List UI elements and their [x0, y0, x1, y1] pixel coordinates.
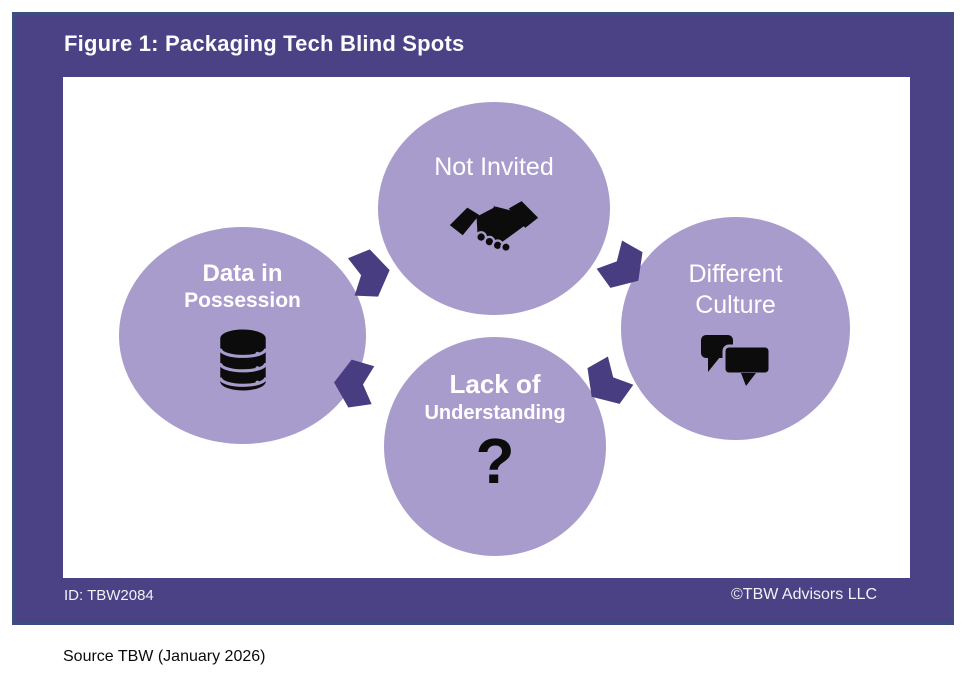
diagram-panel: Not Invited [63, 77, 910, 578]
node-different-culture: Different Culture [621, 217, 850, 440]
cycle-arrow-bottom-to-left [330, 356, 382, 411]
cycle-arrow-left-to-top [340, 244, 396, 304]
node-not-invited: Not Invited [378, 102, 610, 315]
chat-bubbles-icon [700, 334, 772, 388]
database-icon [216, 328, 270, 392]
copyright-label: ©TBW Advisors LLC [731, 586, 878, 603]
node-label-line2: Understanding [424, 401, 566, 424]
node-label: Not Invited [434, 153, 554, 181]
node-label-line2: Culture [695, 290, 776, 319]
figure-title: Figure 1: Packaging Tech Blind Spots [64, 31, 465, 56]
node-lack-of-understanding: Lack of Understanding ? [384, 337, 606, 556]
figure-id-label: ID: TBW2084 [64, 587, 154, 604]
node-label-line2: Possession [184, 289, 301, 313]
question-mark-icon: ? [475, 425, 515, 498]
node-label: Different [688, 260, 783, 288]
figure-frame: Figure 1: Packaging Tech Blind Spots Not… [12, 12, 954, 625]
source-note: Source TBW (January 2026) [63, 648, 266, 665]
node-label: Lack of [449, 369, 541, 399]
node-label: Data in [202, 260, 283, 287]
cycle-arrow-right-to-bottom [573, 347, 643, 418]
cycle-arrow-top-to-right [587, 231, 657, 302]
handshake-icon [448, 197, 540, 255]
node-data-in-possession: Data in Possession [119, 227, 366, 444]
